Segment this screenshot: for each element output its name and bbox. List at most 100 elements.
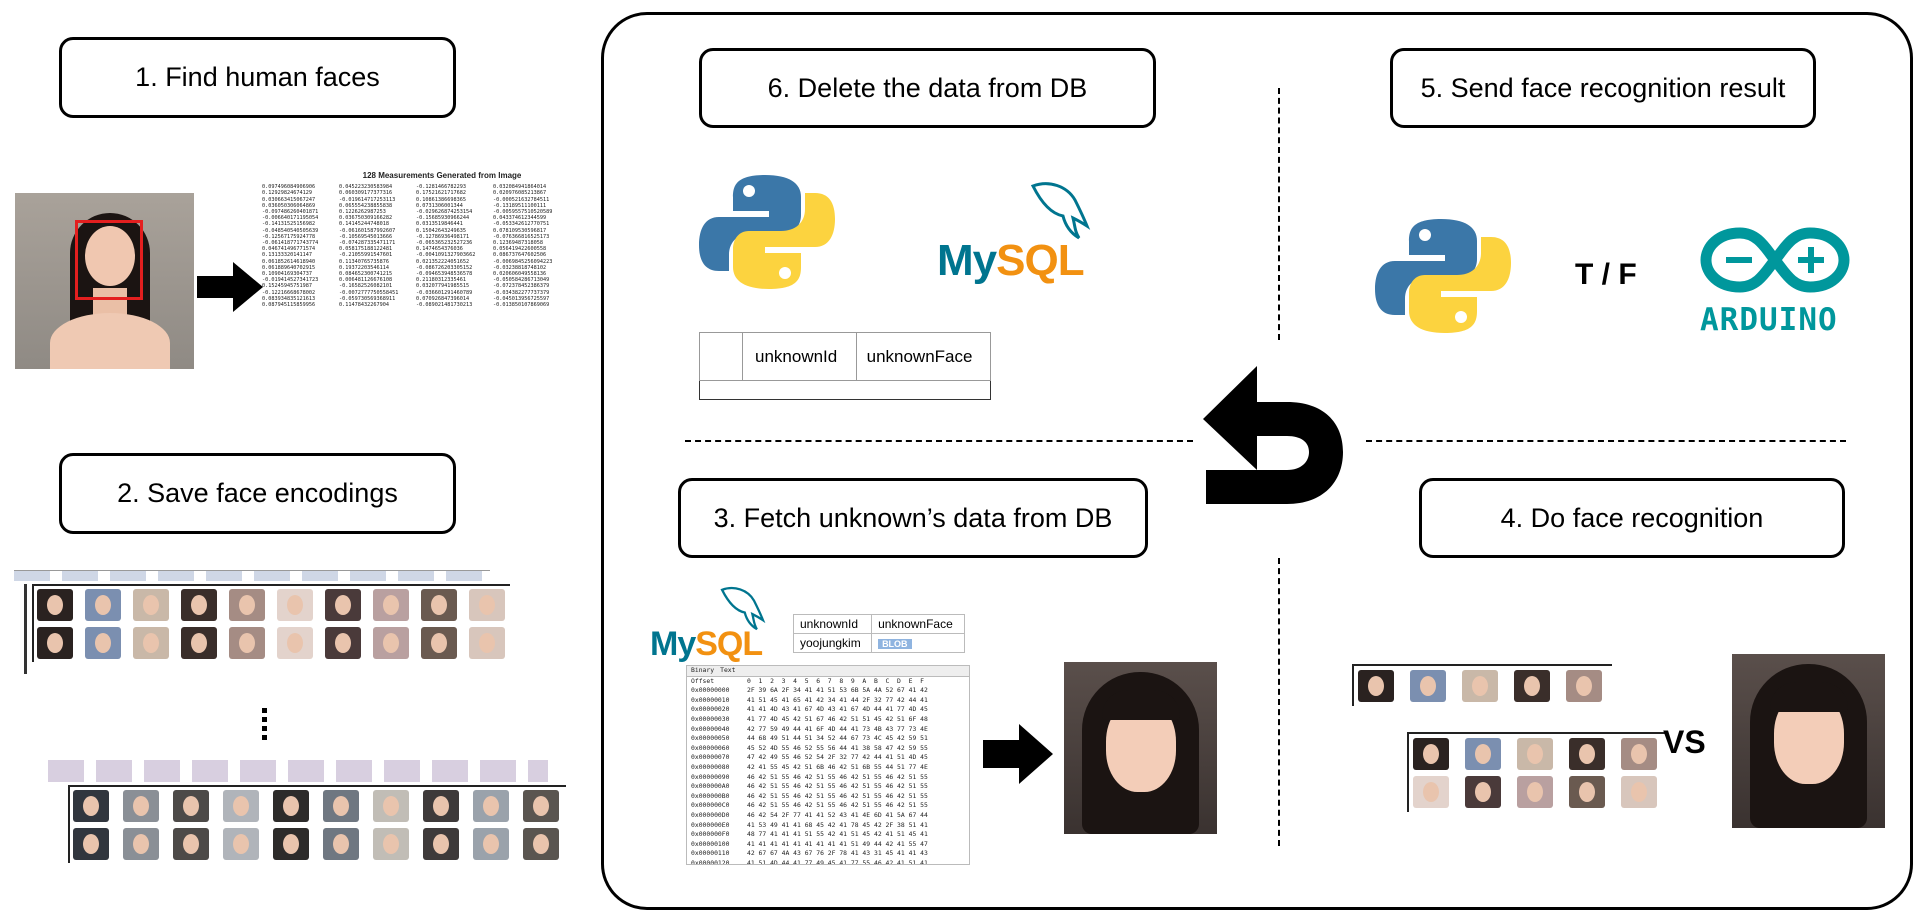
hex-bytes: 46 42 51 55 46 42 51 55 46 42 51 55 46 4… bbox=[747, 782, 928, 791]
face-thumbnail bbox=[1465, 738, 1507, 770]
measurement-value: -0.13189511100111 bbox=[493, 202, 547, 209]
hex-bytes: 41 77 4D 45 42 51 67 46 42 51 51 45 42 5… bbox=[747, 714, 928, 723]
face-thumbnail bbox=[523, 828, 563, 860]
measurement-value: -0.086726203305152 bbox=[416, 264, 473, 271]
measurement-value: -0.12216668678002 bbox=[262, 289, 316, 296]
face-thumbnail bbox=[1410, 670, 1452, 702]
measurement-value: -0.048540540505639 bbox=[262, 227, 319, 234]
face-thumbnail-image bbox=[1413, 776, 1449, 808]
face-thumbnail-image bbox=[1465, 776, 1501, 808]
measurement-value: 0.036050306064869 bbox=[262, 202, 316, 209]
loop-panel bbox=[601, 12, 1913, 910]
face-thumbnail bbox=[373, 828, 413, 860]
face-thumbnail-image bbox=[1514, 670, 1550, 702]
thumbnail-grid-female bbox=[32, 584, 510, 662]
face-thumbnail bbox=[73, 828, 113, 860]
face-thumbnail-image bbox=[277, 627, 313, 659]
measurement-value: 0.045223230583984 bbox=[339, 184, 393, 191]
face-thumbnail-image bbox=[1621, 776, 1657, 808]
measurement-value: -0.072378452386379 bbox=[493, 283, 550, 290]
face-thumbnail bbox=[223, 828, 263, 860]
face-thumbnail bbox=[223, 790, 263, 822]
face-thumbnail bbox=[473, 828, 513, 860]
face-thumbnail-image bbox=[73, 828, 109, 860]
measurement-value: 0.1226262987253 bbox=[339, 209, 386, 216]
face-thumbnail bbox=[1413, 776, 1455, 808]
face-thumbnail-image bbox=[223, 790, 259, 822]
hex-offset: 0x00000070 bbox=[691, 753, 730, 762]
face-thumbnail bbox=[133, 627, 171, 659]
measurement-value: -0.14131525156982 bbox=[262, 221, 316, 228]
face-thumbnail-image bbox=[273, 828, 309, 860]
face-thumbnail-image bbox=[273, 790, 309, 822]
measurement-value: 0.11478432267904 bbox=[339, 302, 389, 309]
hex-offset: 0x000000E0 bbox=[691, 820, 730, 829]
face-thumbnail bbox=[1462, 670, 1504, 702]
measurement-value: -0.076366816525173 bbox=[493, 233, 550, 240]
face-thumbnail bbox=[181, 627, 219, 659]
face-thumbnail-image bbox=[325, 627, 361, 659]
measurement-value: -0.12786936498171 bbox=[416, 233, 470, 240]
arrow-right-icon bbox=[983, 724, 1053, 784]
face-thumbnail bbox=[421, 589, 459, 621]
python-logo-icon bbox=[1375, 219, 1511, 333]
face-thumbnail bbox=[325, 627, 363, 659]
measurement-value: -0.034382277737379 bbox=[493, 289, 550, 296]
measurement-value: 0.032084941864014 bbox=[493, 184, 547, 191]
face-thumbnail bbox=[277, 627, 315, 659]
hex-offset: 0x00000060 bbox=[691, 743, 730, 752]
face-thumbnail bbox=[181, 589, 219, 621]
face-thumbnail-image bbox=[123, 828, 159, 860]
face-thumbnail bbox=[37, 589, 75, 621]
face-thumbnail-image bbox=[473, 828, 509, 860]
measurement-value: 0.065554238855838 bbox=[339, 202, 393, 209]
face-thumbnail bbox=[1358, 670, 1400, 702]
dolphin-icon bbox=[720, 586, 766, 631]
measurement-value: -0.094653948536578 bbox=[416, 271, 473, 278]
hex-offset: 0x000000F0 bbox=[691, 830, 730, 839]
tab-binary[interactable]: Binary bbox=[691, 666, 715, 674]
hex-offset: 0x00000120 bbox=[691, 858, 730, 865]
db-col-unknownface: unknownFace bbox=[855, 332, 992, 381]
measurement-value: 0.10861386698365 bbox=[416, 196, 466, 203]
db-col-unknownid: unknownId bbox=[742, 332, 857, 381]
measurement-value: 0.19372203546114 bbox=[339, 264, 389, 271]
face-thumbnail bbox=[1569, 738, 1611, 770]
face-thumbnail bbox=[1621, 776, 1663, 808]
vertical-divider-top bbox=[1278, 88, 1280, 340]
measurement-value: 0.087945115859956 bbox=[262, 302, 316, 309]
face-thumbnail bbox=[229, 627, 267, 659]
measurements-title: 128 Measurements Generated from Image bbox=[362, 171, 522, 180]
measurement-value: -0.16582526082101 bbox=[339, 283, 393, 290]
face-thumbnail bbox=[1517, 738, 1559, 770]
known-faces-stack bbox=[1352, 664, 1667, 829]
face-thumbnail-image bbox=[1410, 670, 1446, 702]
face-thumbnail-image bbox=[223, 828, 259, 860]
face-thumbnail-image bbox=[423, 790, 459, 822]
true-false-label: T / F bbox=[1575, 258, 1637, 291]
face-thumbnail-image bbox=[181, 589, 217, 621]
measurement-value: -0.15685930966244 bbox=[416, 215, 470, 222]
measurement-value: 0.12369487318058 bbox=[493, 240, 543, 247]
measurement-value: 0.078109530596817 bbox=[493, 227, 547, 234]
face-thumbnail-image bbox=[229, 589, 265, 621]
db-table-bottom: unknownId unknownFace yoojungkim BLOB bbox=[792, 614, 965, 653]
tab-text[interactable]: Text bbox=[720, 666, 736, 674]
face-thumbnail bbox=[523, 790, 563, 822]
step-1-label: 1. Find human faces bbox=[135, 62, 380, 92]
blob-badge: BLOB bbox=[878, 639, 912, 649]
face-thumbnail bbox=[1566, 670, 1608, 702]
face-thumbnail bbox=[1413, 738, 1455, 770]
face-thumbnail-image bbox=[473, 790, 509, 822]
face-thumbnail-image bbox=[523, 828, 559, 860]
arduino-infinity-icon bbox=[1700, 227, 1850, 293]
measurement-value: 0.070926847396014 bbox=[416, 295, 470, 302]
